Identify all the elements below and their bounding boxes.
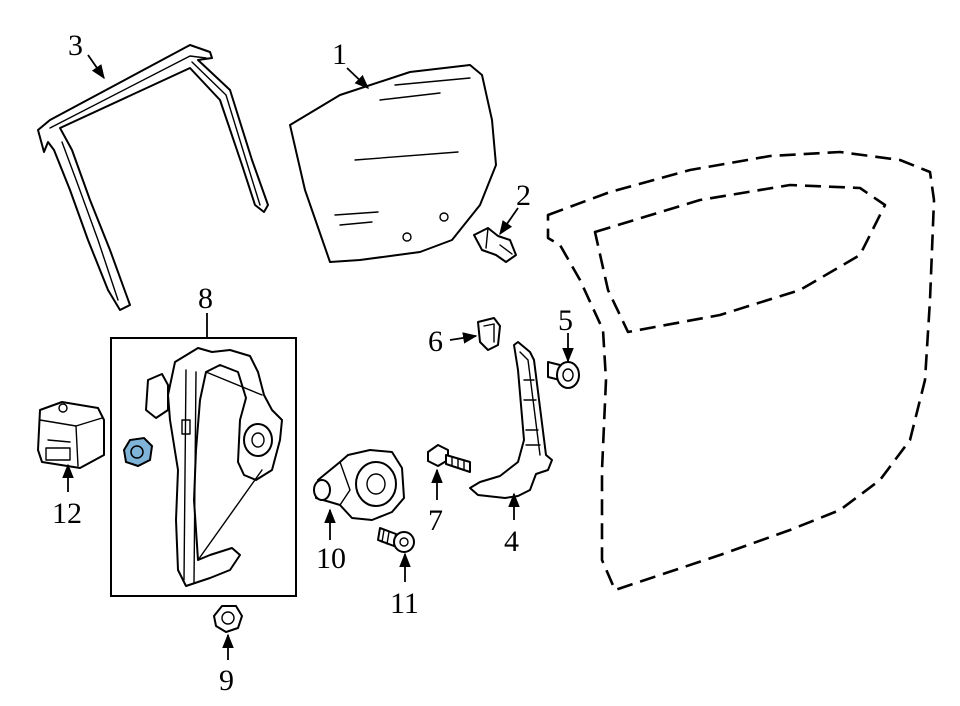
callout-1: 1 bbox=[332, 38, 347, 71]
part-guide-rail bbox=[469, 341, 553, 499]
callout-6: 6 bbox=[428, 325, 443, 358]
part-clip bbox=[473, 227, 517, 263]
leader-arrows bbox=[62, 54, 574, 660]
part-run-channel bbox=[37, 44, 269, 311]
part-control-module bbox=[37, 401, 105, 469]
door-outline bbox=[546, 150, 936, 592]
part-window-regulator bbox=[145, 347, 283, 587]
regulator-group-box bbox=[110, 337, 297, 597]
callout-12: 12 bbox=[52, 497, 82, 530]
callout-7: 7 bbox=[428, 504, 443, 537]
part-bolt-washer bbox=[547, 361, 580, 389]
part-nut-highlight bbox=[122, 436, 154, 468]
part-bolt-long bbox=[377, 527, 415, 553]
callout-11: 11 bbox=[390, 587, 419, 620]
callout-3: 3 bbox=[68, 29, 83, 62]
part-nut bbox=[213, 605, 243, 633]
part-window-glass bbox=[289, 64, 497, 263]
part-window-motor bbox=[313, 449, 405, 521]
callout-2: 2 bbox=[516, 179, 531, 212]
callout-5: 5 bbox=[558, 304, 573, 337]
callout-8: 8 bbox=[198, 282, 213, 315]
callout-9: 9 bbox=[219, 664, 234, 697]
part-grommet bbox=[477, 317, 501, 351]
part-bolt bbox=[427, 444, 471, 473]
callout-10: 10 bbox=[316, 542, 346, 575]
callout-4: 4 bbox=[504, 525, 519, 558]
